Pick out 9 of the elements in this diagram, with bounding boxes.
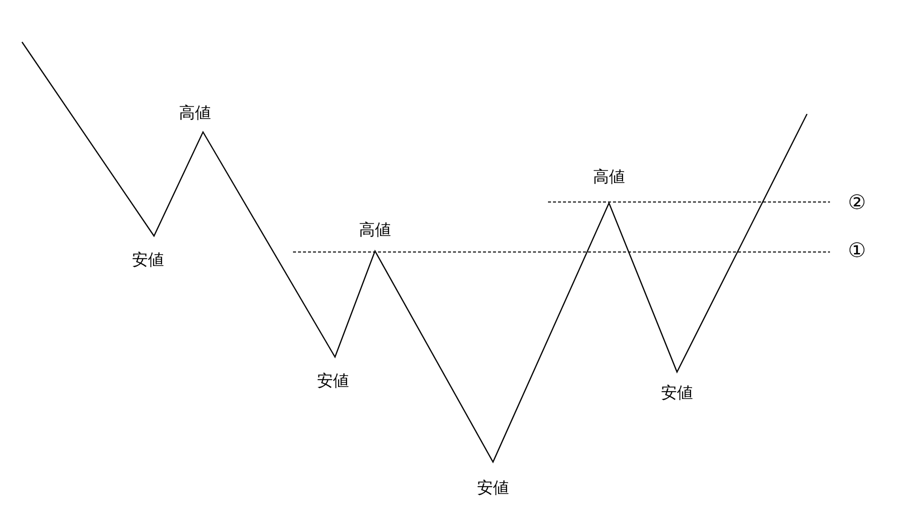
price-label: 安値: [132, 252, 164, 268]
price-label: 高値: [593, 169, 625, 185]
price-label: 安値: [661, 385, 693, 401]
price-label: 高値: [359, 222, 391, 238]
price-label: 安値: [317, 373, 349, 389]
circled-number: ②: [848, 192, 866, 212]
price-label: 安値: [477, 480, 509, 496]
price-label: 高値: [179, 105, 211, 121]
circled-number: ①: [848, 240, 866, 260]
